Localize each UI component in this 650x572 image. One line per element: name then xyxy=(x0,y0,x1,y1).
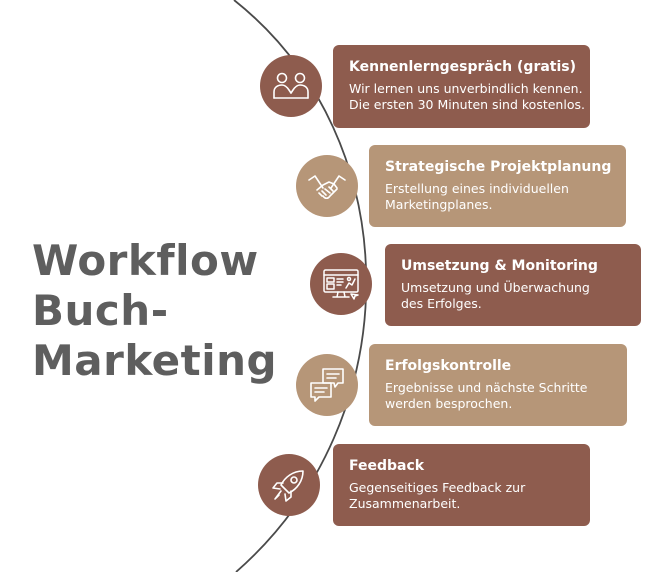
step-5-box: Feedback Gegenseitiges Feedback zur Zusa… xyxy=(333,444,590,526)
step-1-box: Kennenlerngespräch (gratis) Wir lernen u… xyxy=(333,45,590,128)
page-title: Workflow Buch- Marketing xyxy=(32,236,277,386)
step-5-title: Feedback xyxy=(349,458,425,474)
step-5-desc: Gegenseitiges Feedback zur Zusammenarbei… xyxy=(349,480,574,512)
step-1-desc: Wir lernen uns unverbindlich kennen. Die… xyxy=(349,81,585,113)
step-4-title: Erfolgskontrolle xyxy=(385,358,512,374)
step-2-circle xyxy=(296,155,358,217)
title-line-2: Buch- xyxy=(32,286,169,335)
step-1-circle xyxy=(260,55,322,117)
chat-bubbles-icon xyxy=(310,368,344,402)
step-5-circle xyxy=(258,454,320,516)
step-3-box: Umsetzung & Monitoring Umsetzung und Übe… xyxy=(385,244,641,326)
step-1-desc-line-1: Wir lernen uns unverbindlich kennen. xyxy=(349,81,583,96)
step-2-title: Strategische Projektplanung xyxy=(385,159,612,175)
title-line-1: Workflow xyxy=(32,236,259,285)
step-3-title: Umsetzung & Monitoring xyxy=(401,258,598,274)
step-1-title: Kennenlerngespräch (gratis) xyxy=(349,59,577,75)
step-4-circle xyxy=(296,354,358,416)
step-2-box: Strategische Projektplanung Erstellung e… xyxy=(369,145,626,227)
two-people-icon xyxy=(273,72,309,99)
step-2-desc: Erstellung eines individuellen Marketing… xyxy=(385,181,610,213)
step-4-desc-line-1: Ergebnisse und nächste Schritte xyxy=(385,380,588,395)
step-2-desc-line-1: Erstellung eines individuellen xyxy=(385,181,569,196)
dashboard-monitor-icon xyxy=(323,269,359,300)
step-4-desc: Ergebnisse und nächste Schritte werden b… xyxy=(385,380,611,412)
rocket-icon xyxy=(272,470,304,502)
step-3-desc: Umsetzung und Überwachung des Erfolges. xyxy=(401,280,625,312)
step-5-desc-line-2: Zusammenarbeit. xyxy=(349,496,461,511)
step-1-desc-line-2: Die ersten 30 Minuten sind kostenlos. xyxy=(349,97,585,112)
handshake-icon xyxy=(308,175,346,200)
step-3-desc-line-1: Umsetzung und Überwachung xyxy=(401,280,590,295)
step-4-box: Erfolgskontrolle Ergebnisse und nächste … xyxy=(369,344,627,426)
step-3-desc-line-2: des Erfolges. xyxy=(401,296,482,311)
step-4-desc-line-2: werden besprochen. xyxy=(385,396,513,411)
step-3-circle xyxy=(310,253,372,315)
step-2-desc-line-2: Marketingplanes. xyxy=(385,197,493,212)
step-5-desc-line-1: Gegenseitiges Feedback zur xyxy=(349,480,526,495)
title-line-3: Marketing xyxy=(32,336,278,385)
